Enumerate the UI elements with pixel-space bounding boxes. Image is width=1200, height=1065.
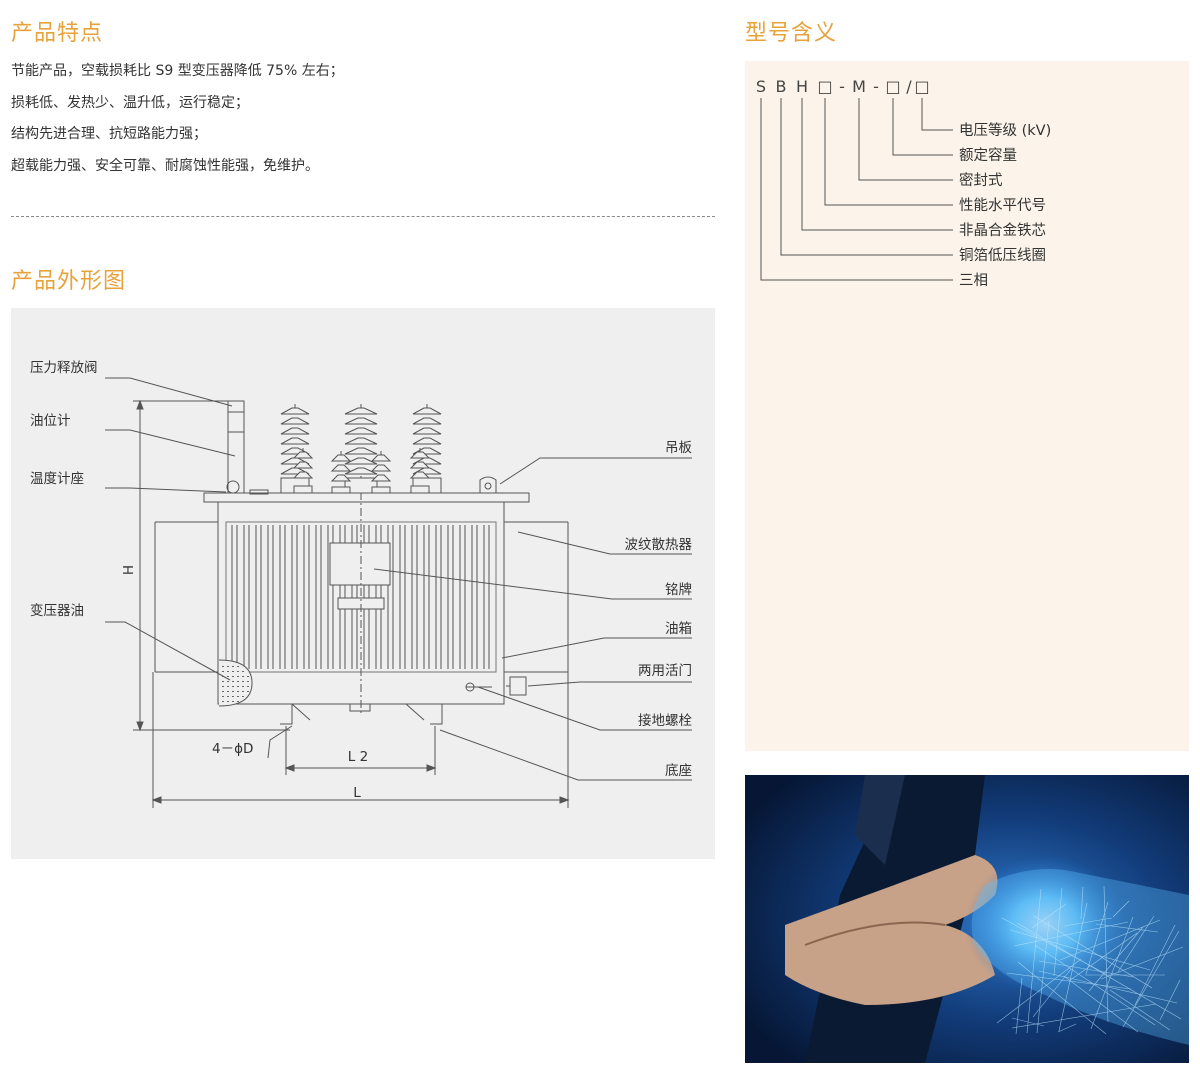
label-base: 底座 xyxy=(665,763,692,779)
dim-l2-label: L 2 xyxy=(348,749,368,765)
feature-item: 结构先进合理、抗短路能力强； xyxy=(11,126,207,142)
code-char: - xyxy=(839,77,845,96)
code-char: M xyxy=(852,77,866,96)
code-char: H xyxy=(796,77,808,96)
meaning-voltage-class: 电压等级 (kV) xyxy=(959,121,1051,139)
features-title: 产品特点 xyxy=(11,21,104,46)
model-title: 型号含义 xyxy=(745,21,838,46)
code-char: / xyxy=(906,77,912,96)
code-char: □ xyxy=(914,77,929,96)
model-meaning-panel xyxy=(745,61,1189,751)
dashed-divider xyxy=(11,216,715,217)
dim-h-label: H xyxy=(121,565,137,575)
feature-item: 损耗低、发热少、温升低，运行稳定； xyxy=(11,94,249,111)
label-nameplate: 铭牌 xyxy=(665,581,692,598)
label-transformer-oil: 变压器油 xyxy=(30,603,84,619)
meaning-three-phase: 三相 xyxy=(959,272,988,289)
dim-hole-label: 4－ϕD xyxy=(212,741,253,757)
meaning-performance-code: 性能水平代号 xyxy=(959,197,1046,214)
model-code-diagram: S B H □ - M - □ / □ 电压等级 (kV) 额定容量 密封式 性… xyxy=(756,77,1051,289)
transformer-outline-drawing: 压力释放阀 油位计 温度计座 变压器油 吊板 波纹散热器 铭牌 油箱 两用活门 … xyxy=(30,360,693,808)
outline-title: 产品外形图 xyxy=(11,269,127,294)
code-char: - xyxy=(873,77,879,96)
label-grounding-bolt: 接地螺栓 xyxy=(638,712,692,729)
code-char: □ xyxy=(885,77,900,96)
meaning-sealed-type: 密封式 xyxy=(959,172,1003,189)
label-oil-level-gauge: 油位计 xyxy=(30,413,71,429)
features-list: 节能产品，空载损耗比 S9 型变压器降低 75% 左右； 损耗低、发热少、温升低… xyxy=(11,56,344,182)
label-lifting-plate: 吊板 xyxy=(665,440,693,456)
code-char: S xyxy=(756,77,766,96)
feature-item: 节能产品，空载损耗比 S9 型变压器降低 75% 左右； xyxy=(11,63,344,79)
label-dual-purpose-valve: 两用活门 xyxy=(638,663,692,679)
label-thermometer-seat: 温度计座 xyxy=(30,471,84,487)
feature-item: 超载能力强、安全可靠、耐腐蚀性能强，免维护。 xyxy=(11,157,319,174)
label-pressure-relief-valve: 压力释放阀 xyxy=(30,360,98,376)
handshake-photo xyxy=(745,775,1189,1063)
meaning-amorphous-core: 非晶合金铁芯 xyxy=(959,222,1046,239)
meaning-copper-foil-coil: 铜箔低压线圈 xyxy=(959,247,1046,264)
label-corrugated-radiator: 波纹散热器 xyxy=(625,537,693,553)
dim-l-label: L xyxy=(353,785,361,801)
meaning-rated-capacity: 额定容量 xyxy=(959,147,1017,164)
label-oil-tank: 油箱 xyxy=(665,621,692,637)
code-char: □ xyxy=(817,77,832,96)
code-char: B xyxy=(776,77,787,96)
